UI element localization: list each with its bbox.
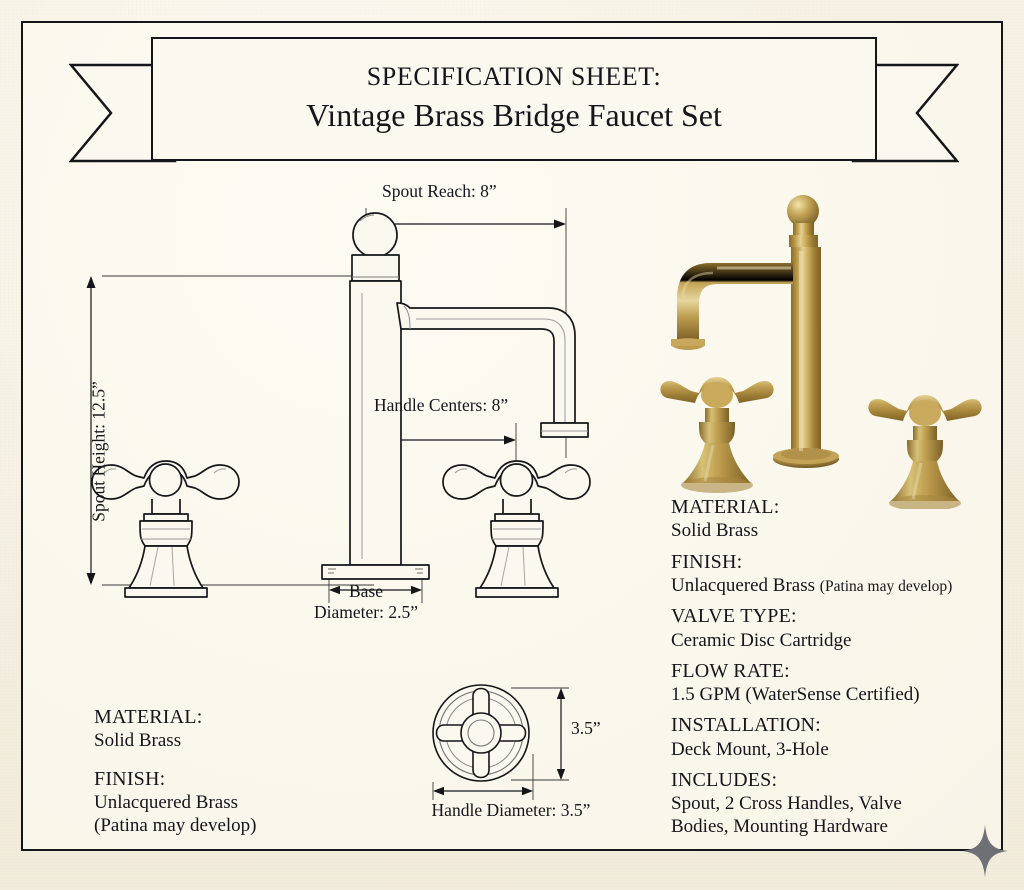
spec-item-finish-left: FINISH: Unlacquered Brass (Patina may de… (94, 767, 394, 838)
spec-term-finish: FINISH: (671, 550, 743, 573)
detail-caption-handle-diameter: Handle Diameter: 3.5” (431, 800, 591, 820)
spec-value-finish: Unlacquered Brass (Patina may develop) (671, 574, 1024, 597)
spec-value-material: Solid Brass (671, 520, 759, 542)
base-diameter-line-2: Diameter: 2.5” (314, 602, 418, 622)
specifications-list-right: MATERIAL: Solid Brass FINISH: Unlacquere… (671, 495, 1024, 846)
title-banner: SPECIFICATION SHEET: Vintage Brass Bridg… (69, 37, 959, 185)
spec-value-material-left: Solid Brass (94, 730, 182, 752)
spec-item-material: MATERIAL: Solid Brass (671, 495, 1024, 543)
spec-item-valve-type: VALVE TYPE: Ceramic Disc Cartridge (671, 604, 1024, 652)
spec-term-includes: INCLUDES: (671, 768, 778, 791)
spec-item-installation: INSTALLATION: Deck Mount, 3-Hole (671, 713, 1024, 761)
dimension-label-base-diameter: Base Diameter: 2.5” (266, 581, 466, 623)
spec-value-finish-left-line-2: (Patina may develop) (94, 815, 257, 837)
sparkle-icon (960, 823, 1010, 879)
faucet-elevation-drawing (86, 208, 591, 603)
photo-cross-handle-left (660, 377, 774, 493)
specifications-list-left: MATERIAL: Solid Brass FINISH: Unlacquere… (94, 705, 394, 851)
spec-item-finish: FINISH: Unlacquered Brass (Patina may de… (671, 550, 1024, 598)
dimension-label-handle-centers: Handle Centers: 8” (374, 395, 509, 415)
page-title-line-1: SPECIFICATION SHEET: (366, 62, 662, 92)
spec-term-material-left: MATERIAL: (94, 706, 203, 728)
page-title-line-2: Vintage Brass Bridge Faucet Set (306, 96, 722, 133)
spec-term-installation: INSTALLATION: (671, 714, 821, 737)
spec-term-material: MATERIAL: (671, 496, 780, 518)
brass-faucet-illustration (660, 195, 982, 509)
spec-item-material-left: MATERIAL: Solid Brass (94, 705, 394, 753)
spec-term-flow-rate: FLOW RATE: (671, 659, 790, 682)
spec-value-finish-note: (Patina may develop) (819, 577, 953, 595)
cross-handle-plan-drawing (432, 684, 569, 800)
product-photo-brass-faucet (655, 189, 1015, 509)
spec-term-valve-type: VALVE TYPE: (671, 605, 797, 628)
dimension-label-spout-height: Spout Height: 12.5” (88, 381, 109, 522)
spec-item-includes: INCLUDES: Spout, 2 Cross Handles, Valve … (671, 768, 1024, 839)
technical-line-drawing: Spout Height: 12.5” Spout Reach: 8” Hand… (44, 173, 644, 673)
spec-value-installation: Deck Mount, 3-Hole (671, 738, 829, 760)
spec-value-finish-main: Unlacquered Brass (671, 574, 820, 596)
base-diameter-line-1: Base (348, 581, 384, 601)
sheet-border-frame: SPECIFICATION SHEET: Vintage Brass Bridg… (21, 21, 1008, 877)
spec-value-valve-type: Ceramic Disc Cartridge (671, 629, 852, 651)
spec-item-flow-rate: FLOW RATE: 1.5 GPM (WaterSense Certified… (671, 659, 1024, 707)
dimension-label-spout-reach: Spout Reach: 8” (382, 181, 497, 201)
spec-value-finish-left-line-1: Unlacquered Brass (94, 791, 239, 813)
cross-handle-left-elevation (91, 460, 240, 598)
banner-center-panel: SPECIFICATION SHEET: Vintage Brass Bridg… (151, 37, 877, 161)
spec-value-includes-line-1: Spout, 2 Cross Handles, Valve (671, 793, 902, 815)
detail-vertical-dimension-label: 3.5” (571, 718, 601, 738)
handle-top-view-detail: 3.5” Handle Diameter: 3.5” (393, 678, 633, 828)
spec-value-flow-rate: 1.5 GPM (WaterSense Certified) (671, 684, 920, 706)
cross-handle-right-elevation (442, 460, 591, 598)
spec-term-finish-left: FINISH: (94, 767, 166, 790)
spec-value-includes-line-2: Bodies, Mounting Hardware (671, 816, 888, 838)
photo-cross-handle-right (868, 395, 982, 509)
